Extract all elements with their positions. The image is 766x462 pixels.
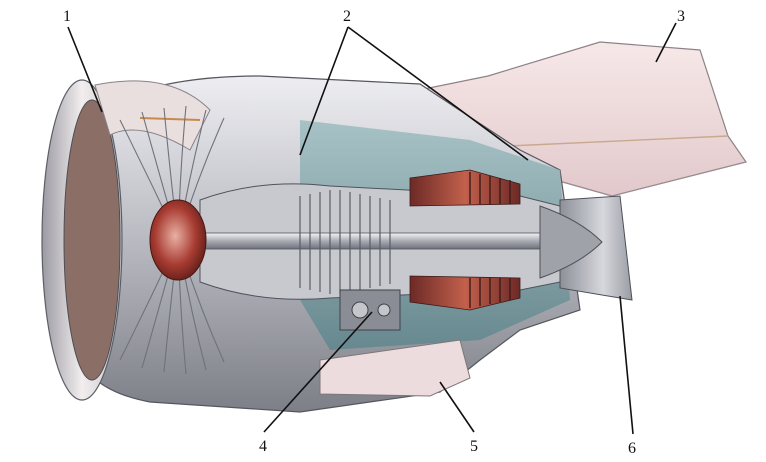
leader-line-3 <box>655 22 677 63</box>
inlet-lip <box>41 79 211 401</box>
callout-label-1: 1 <box>63 8 71 25</box>
accessory-gearbox <box>339 289 401 331</box>
callout-label-3: 3 <box>677 8 685 25</box>
callout-label-2: 2 <box>343 8 351 25</box>
leader-line-4 <box>263 311 373 433</box>
leader-line-5 <box>439 381 475 433</box>
callout-label-5: 5 <box>470 438 478 455</box>
callout-labels: 1 2 3 4 5 6 <box>63 8 685 457</box>
leader-line-6 <box>619 295 634 435</box>
lower-cowl <box>319 339 471 397</box>
leader-line-2b <box>347 26 529 161</box>
callout-label-6: 6 <box>628 440 636 457</box>
callout-label-4: 4 <box>259 438 267 455</box>
leader-lines <box>67 22 677 435</box>
exhaust-nozzle <box>539 195 633 301</box>
leader-line-1 <box>67 26 103 113</box>
leader-line-2a <box>299 26 349 156</box>
combustion-chamber <box>409 169 521 311</box>
fan-spinner <box>149 199 207 281</box>
